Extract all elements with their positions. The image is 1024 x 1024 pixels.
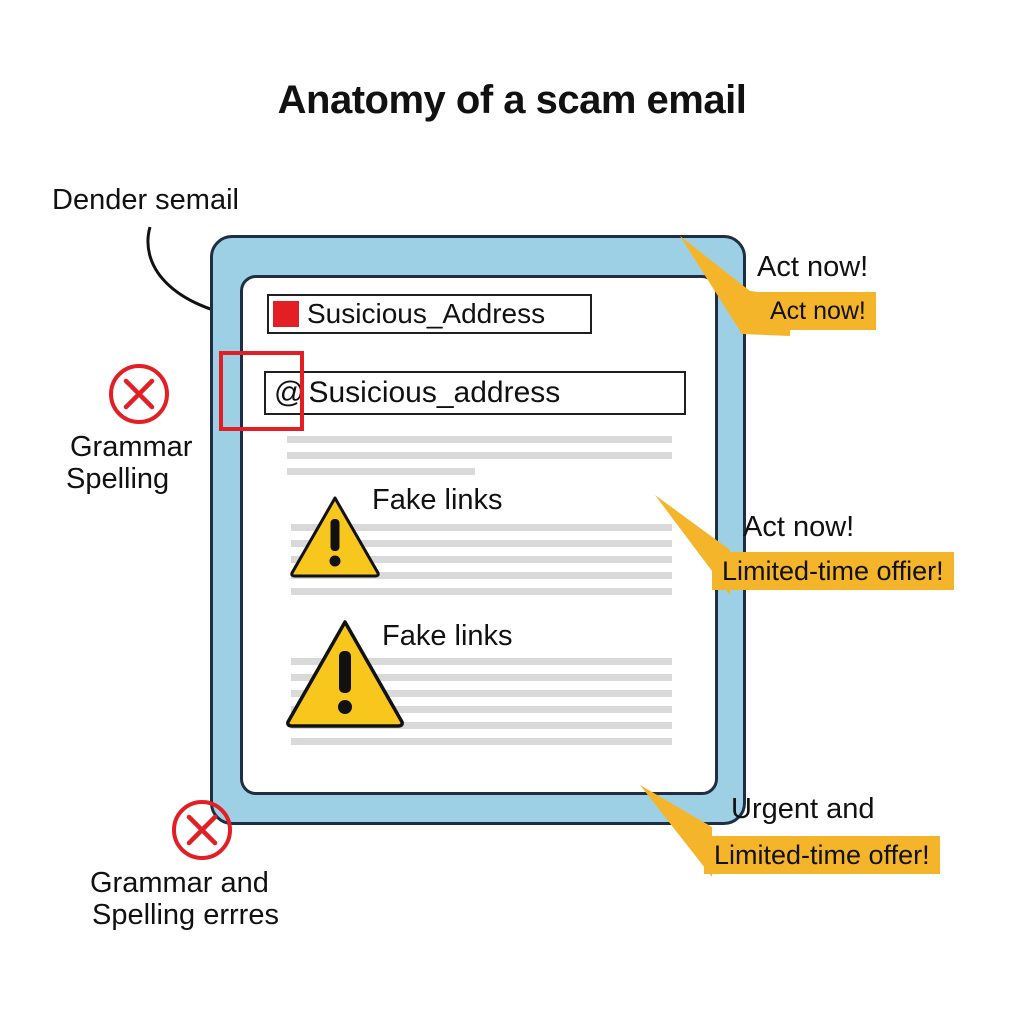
warning-triangle-icon <box>290 496 380 578</box>
limited-time-offer-badge: Limited-time offer! <box>704 836 940 874</box>
highlight-box <box>219 351 304 431</box>
grammar-label: Grammar <box>70 431 193 463</box>
text-line <box>287 452 672 459</box>
text-line <box>287 436 672 443</box>
text-line <box>291 572 672 579</box>
fake-links-label: Fake links <box>372 484 503 516</box>
text-line <box>291 738 672 745</box>
callout-pointer-middle <box>655 495 730 595</box>
text-line <box>287 468 475 475</box>
spelling-label: Spelling <box>66 463 170 495</box>
limited-time-offer-badge: Limited-time offier! <box>712 552 954 590</box>
text-line <box>291 524 672 531</box>
urgent-label: Urgent and <box>731 793 875 825</box>
grammar-and-label: Grammar and <box>90 867 269 899</box>
text-line <box>291 722 672 729</box>
callout-pointer-bottom <box>640 785 712 877</box>
text-line <box>291 706 672 713</box>
sender-label: Dender semail <box>52 184 239 216</box>
act-now-label: Act now! <box>743 511 855 543</box>
text-line <box>291 556 672 563</box>
diagram-title: Anatomy of a scam email <box>277 78 747 122</box>
x-circle-icon <box>109 364 169 424</box>
text-line <box>291 690 672 697</box>
at-sign-icon: @ <box>274 376 305 409</box>
act-now-label: Act now! <box>757 251 869 283</box>
x-circle-icon <box>172 800 232 860</box>
text-line <box>291 588 672 595</box>
warning-triangle-icon <box>286 620 404 728</box>
text-line <box>291 658 672 665</box>
act-now-badge: Act now! <box>760 292 876 330</box>
reply-address-text: Susicious_address <box>308 376 561 409</box>
text-line <box>291 540 672 547</box>
fake-links-label: Fake links <box>382 620 513 652</box>
sender-address-text: Susicious_Address <box>307 298 546 329</box>
sender-address-field: Susicious_Address <box>267 294 592 334</box>
spelling-errors-label: Spelling errres <box>92 899 279 931</box>
text-line <box>291 674 672 681</box>
reply-address-field: @ Susicious_address <box>264 371 686 415</box>
red-flag-icon <box>273 301 299 327</box>
